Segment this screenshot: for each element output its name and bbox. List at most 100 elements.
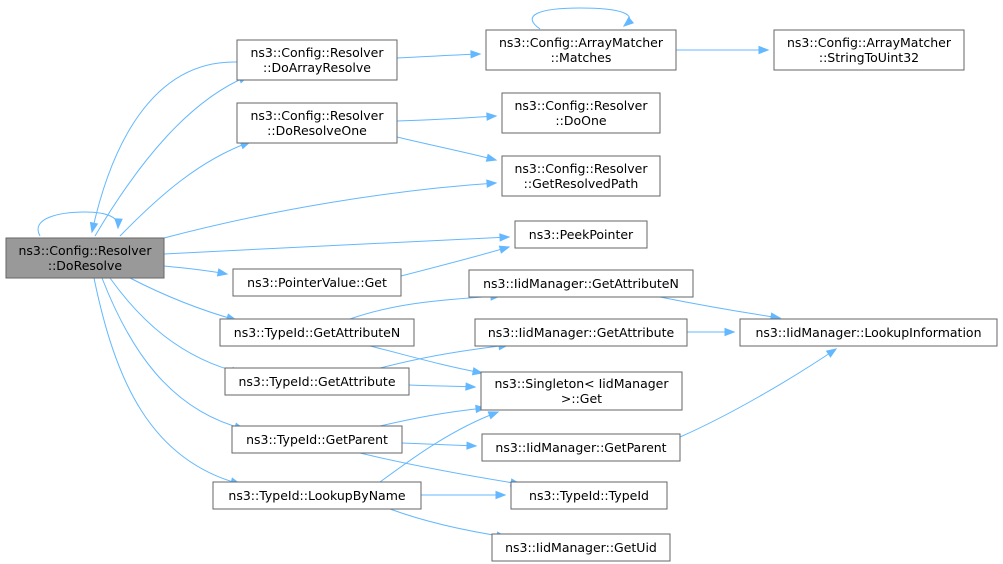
edge-DoResolve-to-PeekPointer bbox=[163, 233, 511, 255]
edge-IidGetAttributeN-to-IidLookupInformation bbox=[659, 296, 782, 321]
node-label: ns3::TypeId::TypeId bbox=[529, 488, 649, 503]
node-box bbox=[219, 318, 415, 347]
node-label: ns3::TypeId::GetAttribute bbox=[238, 374, 395, 389]
node-box bbox=[514, 220, 648, 249]
edge-arrowhead bbox=[825, 348, 838, 358]
node-box bbox=[5, 237, 165, 279]
edge-line bbox=[163, 265, 228, 275]
edge-DoArrayResolve-to-ArrayMatches bbox=[396, 50, 482, 59]
node-box bbox=[510, 481, 668, 510]
edge-DoArrayResolve-to-DoResolve bbox=[89, 61, 238, 234]
edge-ArrayMatches-to-ArrayMatches bbox=[531, 7, 635, 30]
node-box bbox=[236, 102, 398, 144]
node-SingletonGet[interactable]: ns3::Singleton< IidManager>::Get bbox=[480, 371, 683, 411]
edge-TypeIdLookupByName-to-SingletonGet bbox=[379, 411, 500, 483]
node-box bbox=[232, 268, 402, 297]
node-label: ns3::Config::Resolver bbox=[250, 45, 384, 60]
edge-arrowhead bbox=[470, 50, 482, 59]
edge-DoResolve-to-DoResolve bbox=[37, 211, 123, 237]
edge-arrowhead bbox=[114, 218, 123, 230]
node-box bbox=[231, 425, 403, 454]
node-box bbox=[236, 39, 398, 81]
edge-line bbox=[379, 407, 486, 427]
edge-ArrayMatches-to-StringToUint32 bbox=[676, 45, 770, 55]
edge-line bbox=[101, 277, 245, 430]
node-label: ns3::IidManager::LookupInformation bbox=[755, 325, 981, 340]
node-StringToUint32[interactable]: ns3::Config::ArrayMatcher::StringToUint3… bbox=[773, 29, 965, 71]
node-label: ns3::Singleton< IidManager bbox=[494, 376, 669, 391]
node-TypeIdLookupByName[interactable]: ns3::TypeId::LookupByName bbox=[212, 481, 422, 510]
edge-arrowhead bbox=[465, 382, 477, 391]
edge-IidGetParent-to-IidLookupInformation bbox=[679, 348, 838, 438]
edge-line bbox=[379, 411, 499, 483]
node-label: ns3::IidManager::GetAttribute bbox=[488, 325, 675, 340]
node-label: ::DoResolveOne bbox=[267, 123, 367, 138]
node-label: ns3::PeekPointer bbox=[529, 227, 634, 242]
node-DoArrayResolve[interactable]: ns3::Config::Resolver::DoArrayResolve bbox=[236, 39, 398, 81]
node-IidLookupInformation[interactable]: ns3::IidManager::LookupInformation bbox=[739, 318, 998, 347]
node-box bbox=[501, 92, 661, 134]
edge-arrowhead bbox=[487, 411, 500, 420]
edge-line bbox=[93, 277, 241, 485]
node-label: ns3::TypeId::LookupByName bbox=[228, 488, 405, 503]
node-label: ::StringToUint32 bbox=[819, 50, 919, 65]
node-label: ns3::Config::ArrayMatcher bbox=[499, 35, 664, 50]
node-label: ns3::Config::Resolver bbox=[250, 108, 384, 123]
edge-line bbox=[379, 344, 509, 369]
node-TypeIdTypeId[interactable]: ns3::TypeId::TypeId bbox=[510, 481, 668, 510]
node-IidGetAttribute[interactable]: ns3::IidManager::GetAttribute bbox=[474, 318, 688, 347]
edge-TypeIdGetParent-to-IidGetParent bbox=[401, 441, 478, 450]
edge-DoResolve-to-GetResolvedPath bbox=[163, 179, 498, 239]
node-box bbox=[501, 155, 661, 197]
node-box bbox=[224, 367, 410, 396]
node-DoResolveOne[interactable]: ns3::Config::Resolver::DoResolveOne bbox=[236, 102, 398, 144]
node-DoOne[interactable]: ns3::Config::Resolver::DoOne bbox=[501, 92, 661, 134]
edge-DoResolve-to-DoArrayResolve bbox=[94, 75, 250, 237]
node-IidGetUid[interactable]: ns3::IidManager::GetUid bbox=[491, 533, 671, 562]
edge-line bbox=[396, 136, 497, 161]
edge-DoResolve-to-PointerValueGet bbox=[163, 265, 229, 277]
edge-line bbox=[129, 277, 237, 321]
edge-TypeIdLookupByName-to-TypeIdTypeId bbox=[421, 490, 507, 500]
edge-DoResolveOne-to-GetResolvedPath bbox=[396, 136, 498, 162]
node-IidGetParent[interactable]: ns3::IidManager::GetParent bbox=[481, 433, 681, 462]
node-DoResolve[interactable]: ns3::Config::Resolver::DoResolve bbox=[5, 237, 165, 279]
node-PeekPointer[interactable]: ns3::PeekPointer bbox=[514, 220, 648, 249]
node-box bbox=[212, 481, 422, 510]
node-label: ns3::IidManager::GetAttributeN bbox=[483, 276, 679, 291]
node-PointerValueGet[interactable]: ns3::PointerValue::Get bbox=[232, 268, 402, 297]
edge-IidGetAttribute-to-IidLookupInformation bbox=[687, 327, 736, 337]
edge-arrowhead bbox=[216, 268, 229, 277]
node-label: ns3::IidManager::GetParent bbox=[495, 440, 666, 455]
edge-line bbox=[401, 442, 477, 447]
node-TypeIdGetAttributeN[interactable]: ns3::TypeId::GetAttributeN bbox=[219, 318, 415, 347]
edge-arrowhead bbox=[486, 112, 498, 121]
node-box bbox=[739, 318, 998, 347]
edge-arrowhead bbox=[495, 490, 507, 500]
edge-PointerValueGet-to-PeekPointer bbox=[400, 245, 511, 277]
node-label: ns3::PointerValue::Get bbox=[247, 275, 387, 290]
node-TypeIdGetParent[interactable]: ns3::TypeId::GetParent bbox=[231, 425, 403, 454]
edge-line bbox=[531, 7, 631, 30]
node-label: ns3::TypeId::GetParent bbox=[246, 432, 388, 447]
edge-arrowhead bbox=[724, 327, 736, 337]
edge-line bbox=[396, 53, 481, 59]
edge-line bbox=[163, 236, 510, 255]
node-IidGetAttributeN[interactable]: ns3::IidManager::GetAttributeN bbox=[468, 269, 694, 298]
edge-arrowhead bbox=[499, 233, 511, 242]
node-label: ns3::IidManager::GetUid bbox=[505, 540, 657, 555]
node-box bbox=[491, 533, 671, 562]
node-box bbox=[474, 318, 688, 347]
edge-line bbox=[400, 246, 510, 277]
node-ArrayMatches[interactable]: ns3::Config::ArrayMatcher::Matches bbox=[485, 29, 677, 71]
edge-arrowhead bbox=[89, 221, 99, 234]
edge-line bbox=[349, 295, 501, 320]
edge-line bbox=[91, 61, 238, 233]
node-label: ::DoArrayResolve bbox=[263, 60, 371, 75]
node-TypeIdGetAttribute[interactable]: ns3::TypeId::GetAttribute bbox=[224, 367, 410, 396]
node-box bbox=[480, 371, 683, 411]
node-GetResolvedPath[interactable]: ns3::Config::Resolver::GetResolvedPath bbox=[501, 155, 661, 197]
edge-DoResolveOne-to-DoOne bbox=[396, 112, 498, 122]
edge-DoResolve-to-TypeIdLookupByName bbox=[93, 277, 242, 486]
edge-arrowhead bbox=[486, 179, 498, 188]
